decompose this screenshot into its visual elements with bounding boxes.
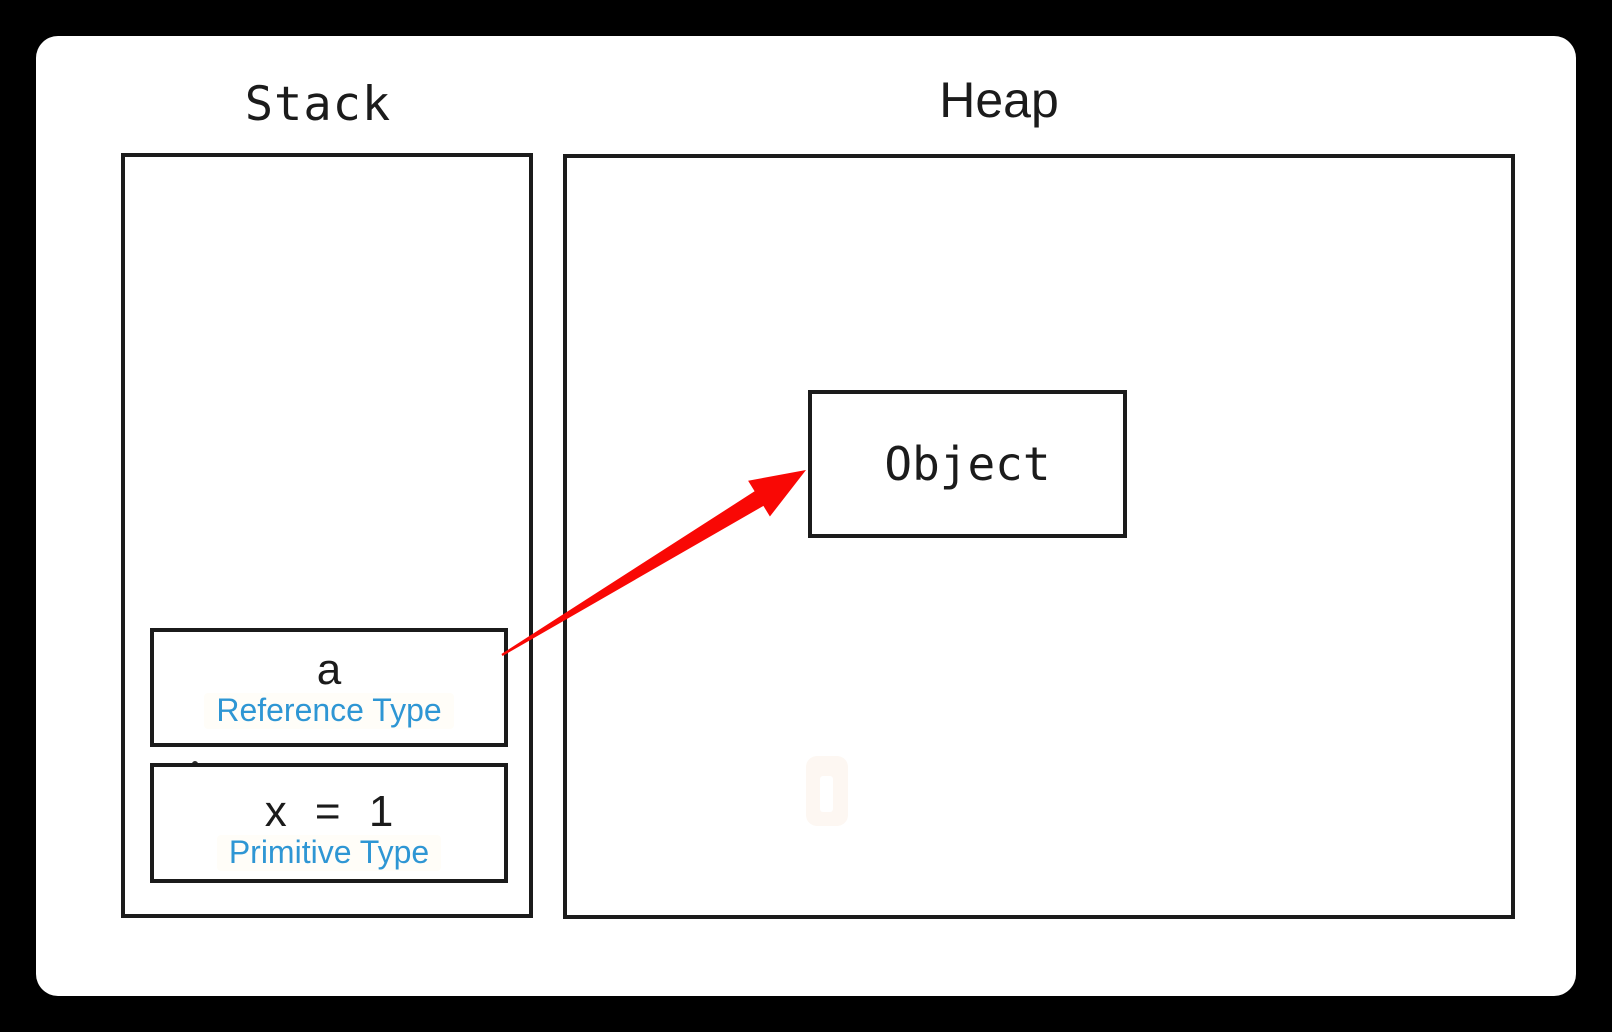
variable-x-value: x = 1 [264,786,394,836]
stack-frame-reference: a Reference Type [150,628,508,747]
highlight-artifact [806,756,848,826]
primitive-type-label: Primitive Type [216,834,442,871]
stack-frame-primitive: x = 1 Primitive Type [150,763,508,883]
heap-title: Heap [939,72,1059,128]
heap-object-box: Object [808,390,1127,538]
reference-type-label: Reference Type [204,692,454,729]
heap-object-label: Object [884,437,1051,491]
stack-title: Stack [244,77,392,132]
variable-a-value: a [316,644,342,694]
highlight-artifact-bar [820,776,833,812]
